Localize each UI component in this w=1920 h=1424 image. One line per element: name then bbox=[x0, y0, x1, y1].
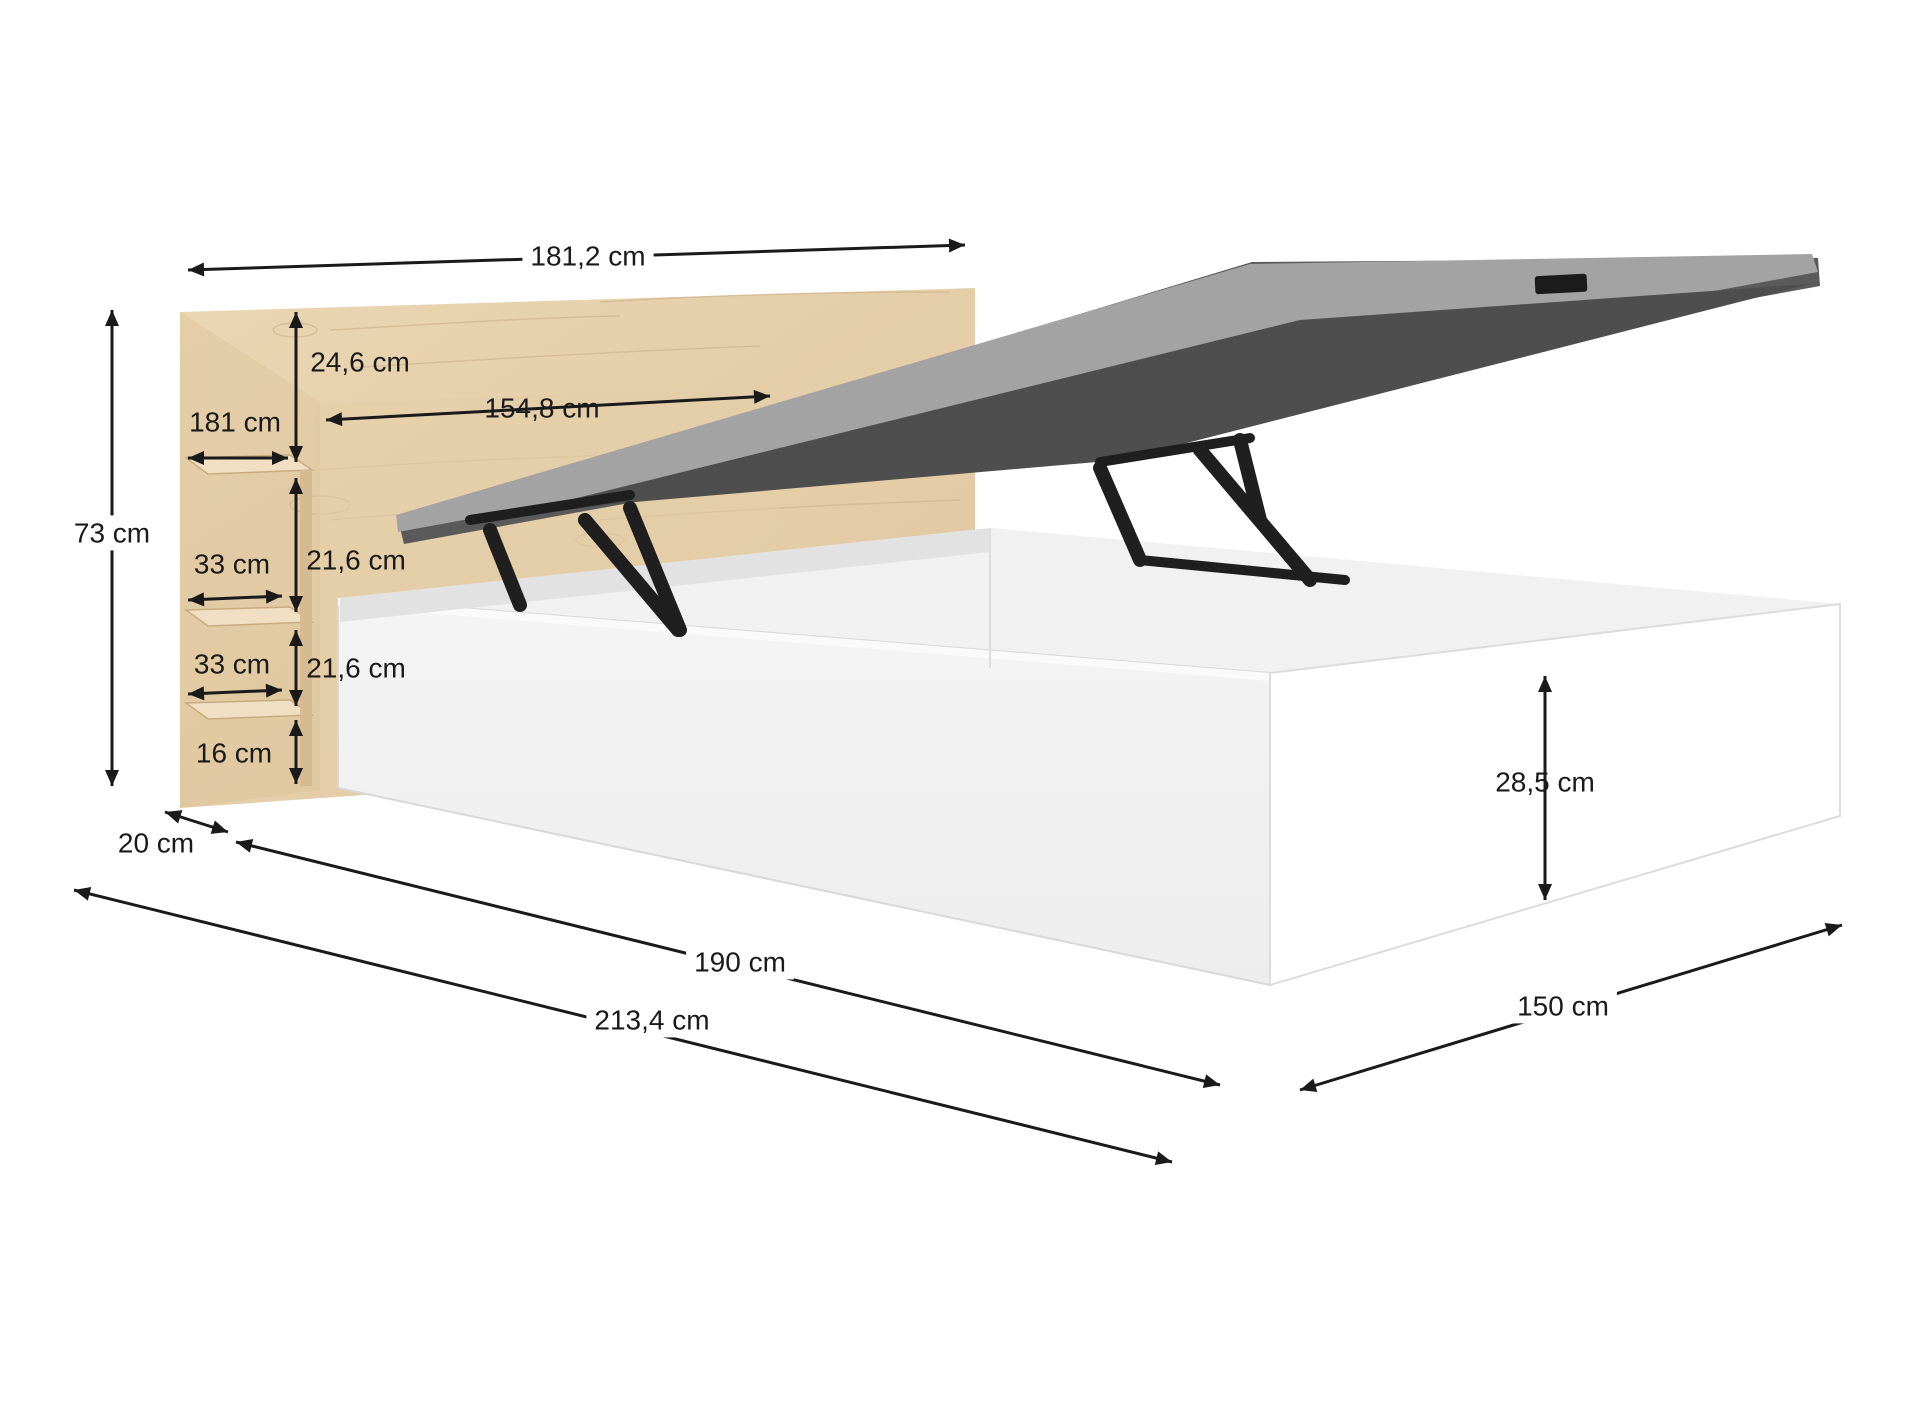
bed-length-dim: 190 cm bbox=[235, 839, 1221, 1088]
panel-width-dim-line bbox=[325, 394, 771, 422]
arrowhead bbox=[236, 839, 254, 853]
side-shelf-unit bbox=[180, 312, 320, 808]
arrowhead bbox=[289, 312, 303, 328]
arrowhead bbox=[326, 412, 343, 427]
arrowhead bbox=[753, 389, 770, 404]
arrowhead bbox=[289, 768, 303, 784]
headboard-top-dim: 24,6 cm bbox=[289, 312, 410, 462]
headboard-height-dim-label-bg bbox=[65, 515, 159, 551]
left-lift-arm bbox=[465, 490, 687, 637]
arrowhead bbox=[289, 596, 303, 612]
arrowhead bbox=[210, 820, 228, 834]
arrowhead bbox=[1538, 884, 1552, 900]
right-lift-arm bbox=[1093, 433, 1350, 587]
arrowhead bbox=[74, 887, 92, 901]
bed-length-dim-label: 190 cm bbox=[694, 946, 786, 977]
shelf-width-dim: 181 cm bbox=[188, 406, 288, 465]
dimension-annotations: 181,2 cm 73 cm 24,6 cm 181 cm 154,8 cm 21,6 c… bbox=[65, 238, 1843, 1165]
shelf-2 bbox=[183, 606, 315, 627]
arrowhead bbox=[1202, 1074, 1220, 1088]
arrowhead bbox=[188, 686, 205, 701]
frame-foot-panel bbox=[1269, 602, 1841, 987]
bed-frame bbox=[337, 528, 1841, 987]
arrowhead bbox=[289, 446, 303, 462]
headboard-depth-dim-label: 20 cm bbox=[118, 827, 194, 858]
arrowhead bbox=[272, 451, 288, 465]
headboard-width-dim-label-bg bbox=[522, 238, 654, 274]
shelf-depth-2-dim-label: 33 cm bbox=[194, 648, 270, 679]
arrowhead bbox=[1538, 676, 1552, 692]
arrowhead bbox=[289, 720, 303, 736]
total-length-dim-label-bg bbox=[586, 1002, 718, 1038]
shelf-gap-1-dim-label: 21,6 cm bbox=[306, 544, 406, 575]
shelf-gap-2-dim-label: 21,6 cm bbox=[306, 652, 406, 683]
bottom-gap-dim: 16 cm bbox=[196, 720, 303, 784]
arrowhead bbox=[265, 683, 282, 698]
arrowhead bbox=[948, 238, 965, 253]
bed-width-dim-label: 150 cm bbox=[1517, 990, 1609, 1021]
arrowhead bbox=[265, 589, 282, 604]
base-handle bbox=[1534, 273, 1588, 295]
frame-height-dim: 28,5 cm bbox=[1495, 676, 1595, 900]
shelf-depth-1-dim-label: 33 cm bbox=[194, 548, 270, 579]
lifted-base bbox=[396, 254, 1820, 544]
arrowhead bbox=[1300, 1078, 1318, 1093]
arrowhead bbox=[289, 630, 303, 646]
headboard-height-dim: 73 cm bbox=[65, 310, 159, 786]
total-length-dim: 213,4 cm bbox=[73, 887, 1173, 1165]
headboard-depth-dim-label-bg bbox=[109, 825, 203, 861]
shelf-width-dim-label: 181 cm bbox=[189, 406, 281, 437]
shelf-divider bbox=[300, 470, 312, 786]
panel-width-dim-label: 154,8 cm bbox=[484, 392, 599, 423]
shelf-3 bbox=[183, 699, 315, 720]
arrowhead bbox=[289, 690, 303, 706]
shelf-depth-2-dim: 33 cm bbox=[187, 648, 283, 701]
bed-width-dim-label-bg bbox=[1509, 988, 1617, 1024]
headboard-depth-dim: 20 cm bbox=[109, 810, 229, 861]
bed-length-dim-label-bg bbox=[686, 944, 794, 980]
frame-height-dim-label: 28,5 cm bbox=[1495, 766, 1595, 797]
lift-mechanism bbox=[465, 433, 1350, 637]
arrowhead bbox=[165, 810, 183, 824]
arrowhead bbox=[289, 478, 303, 494]
bottom-gap-dim-label: 16 cm bbox=[196, 737, 272, 768]
panel-width-dim: 154,8 cm bbox=[325, 389, 771, 427]
shelf-depth-1-dim: 33 cm bbox=[187, 548, 283, 607]
headboard-height-dim-label: 73 cm bbox=[74, 517, 150, 548]
arrowhead bbox=[188, 451, 204, 465]
headboard-width-dim-label: 181,2 cm bbox=[530, 240, 645, 271]
frame-left-top-edge bbox=[338, 598, 1270, 681]
headboard-top-dim-label: 24,6 cm bbox=[310, 346, 410, 377]
arrowhead bbox=[188, 262, 205, 277]
total-length-dim-label: 213,4 cm bbox=[594, 1004, 709, 1035]
arrowhead bbox=[188, 592, 205, 607]
arrowhead bbox=[105, 310, 119, 326]
shelf-gap-1-dim: 21,6 cm bbox=[289, 478, 406, 612]
arrowhead bbox=[105, 770, 119, 786]
shelf-gap-2-dim: 21,6 cm bbox=[289, 630, 406, 706]
arrowhead bbox=[1824, 922, 1842, 937]
base-under-shade bbox=[520, 284, 1810, 512]
headboard-width-dim: 181,2 cm bbox=[187, 238, 966, 277]
arrowhead bbox=[1154, 1151, 1172, 1165]
bed-width-dim: 150 cm bbox=[1299, 922, 1843, 1093]
